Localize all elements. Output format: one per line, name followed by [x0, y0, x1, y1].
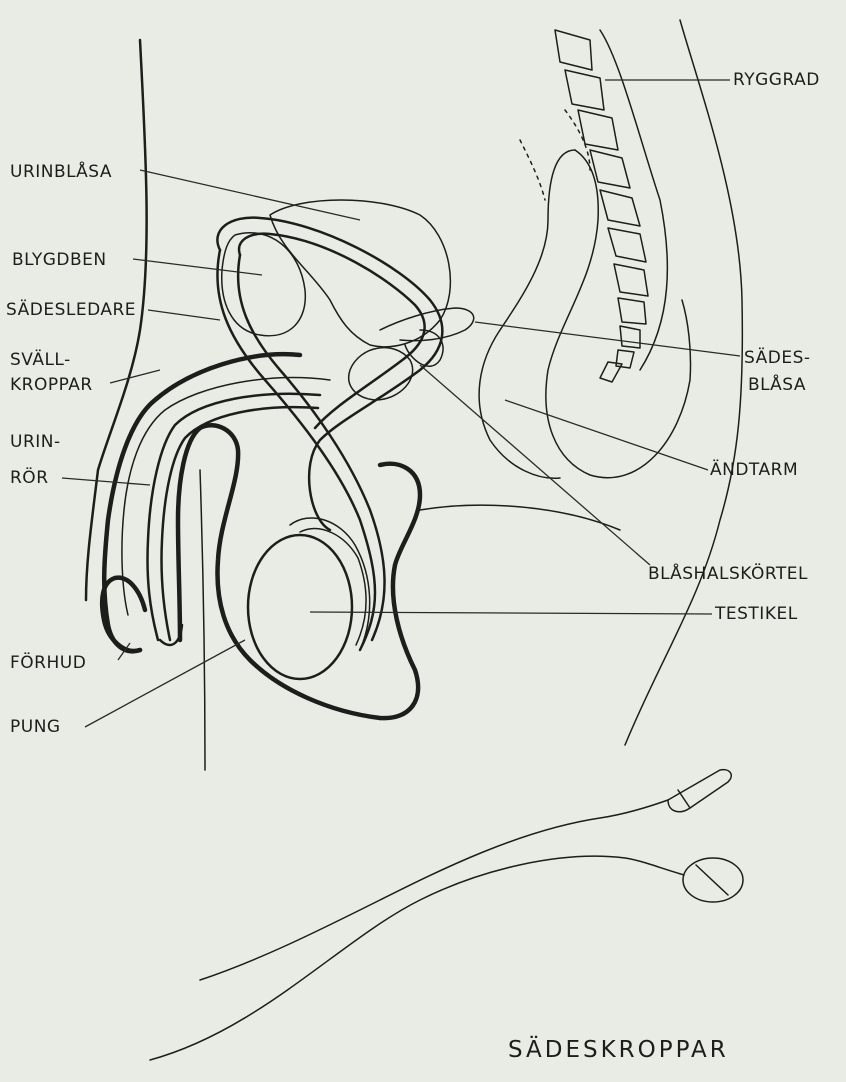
thigh-line: [200, 470, 205, 770]
label-blashalskortel: BLÅSHALSKÖRTEL: [648, 564, 808, 584]
sperm-upper: [200, 770, 731, 980]
label-svallkroppar-line2: KROPPAR: [10, 375, 93, 395]
label-forhud: FÖRHUD: [10, 653, 86, 673]
penis-outline: [104, 354, 300, 651]
label-andtarm: ÄNDTARM: [710, 460, 798, 480]
caption-sadeskroppar: SÄDESKROPPAR: [508, 1040, 729, 1060]
label-testikel: TESTIKEL: [715, 604, 798, 624]
label-sadesledare: SÄDESLEDARE: [6, 300, 136, 320]
label-sadesblasa-line1: SÄDES-: [744, 348, 811, 368]
label-urinror-line1: URIN-: [10, 432, 61, 452]
label-ryggrad: RYGGRAD: [733, 70, 820, 90]
epididymis: [290, 518, 370, 650]
seminal-vesicle: [380, 308, 474, 341]
body-front-outline: [86, 40, 147, 600]
testicle: [248, 535, 352, 679]
sperm-lower: [150, 856, 743, 1060]
spine: [555, 30, 667, 382]
pubic-bone: [222, 233, 306, 336]
label-svallkroppar-line1: SVÄLL-: [10, 350, 71, 370]
vas-deferens: [217, 218, 442, 530]
label-urinror-line2: RÖR: [10, 468, 49, 488]
urethra: [147, 394, 320, 640]
rectum: [546, 150, 691, 478]
label-urinblasa: URINBLÅSA: [10, 162, 112, 182]
body-back-outline: [625, 20, 742, 745]
label-blygdben: BLYGDBEN: [12, 250, 107, 270]
label-pung: PUNG: [10, 717, 61, 737]
label-sadesblasa-line2: BLÅSA: [748, 375, 806, 395]
